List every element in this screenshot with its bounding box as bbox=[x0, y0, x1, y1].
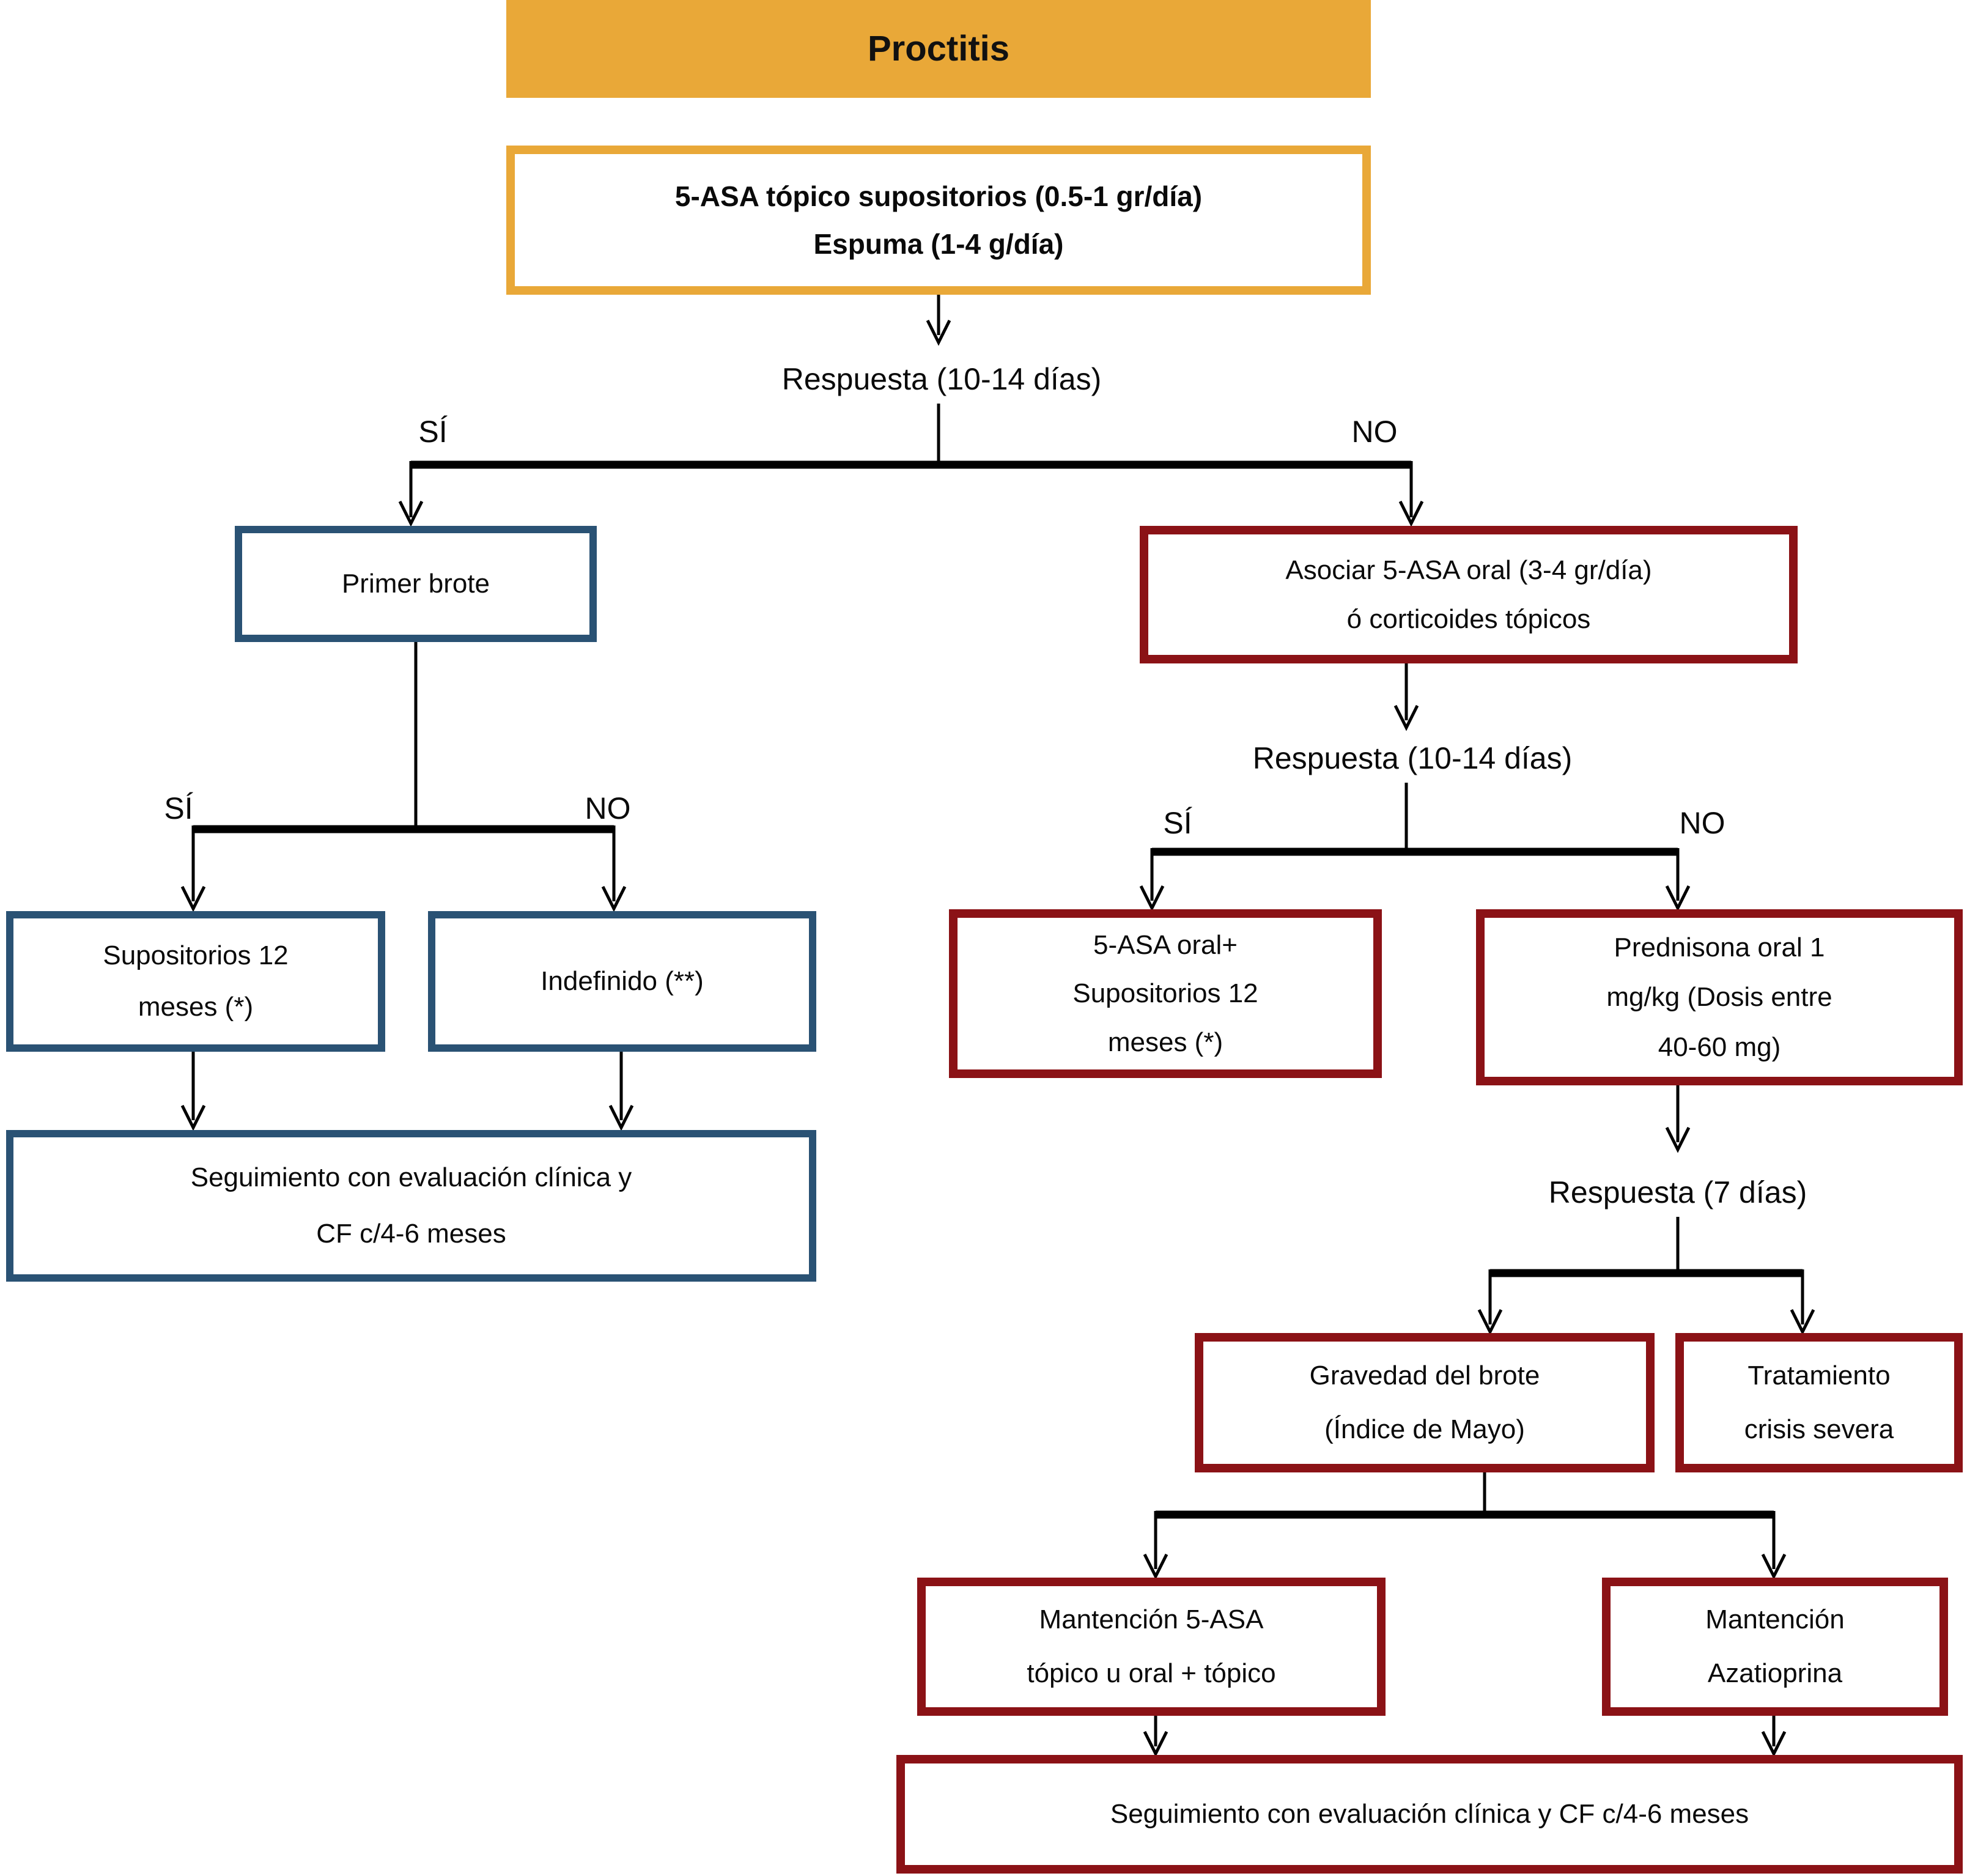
arrowhead-indefinido bbox=[601, 885, 627, 912]
node-proctitis-header: Proctitis bbox=[506, 0, 1371, 98]
node-prednisona-oral: Prednisona oral 1 mg/kg (Dosis entre 40-… bbox=[1476, 909, 1963, 1085]
arrowhead-respuesta2 bbox=[1393, 704, 1419, 731]
label-respuesta-7-dias: Respuesta (7 días) bbox=[1548, 1175, 1807, 1209]
node-gravedad-del-brote: Gravedad del brote (Índice de Mayo) bbox=[1195, 1333, 1655, 1472]
arrowhead-respuesta3 bbox=[1665, 1126, 1691, 1153]
arrowhead-gravedad bbox=[1477, 1309, 1503, 1335]
node-supositorios-12-meses: Supositorios 12 meses (*) bbox=[6, 911, 385, 1052]
arrowhead-mantencion-aza bbox=[1761, 1553, 1787, 1580]
arrowhead-asa-oral bbox=[1139, 885, 1165, 912]
label-no-1: NO bbox=[1351, 415, 1398, 449]
node-tratamiento-inicial: 5-ASA tópico supositorios (0.5-1 gr/día)… bbox=[506, 146, 1371, 295]
node-tratamiento-crisis-severa: Tratamiento crisis severa bbox=[1675, 1333, 1963, 1472]
arrowhead-seguimiento-der-a bbox=[1143, 1730, 1168, 1757]
arrowhead-asociar bbox=[1398, 500, 1424, 527]
label-si-3: SÍ bbox=[1163, 806, 1192, 840]
node-mantencion-5asa: Mantención 5-ASA tópico u oral + tópico bbox=[917, 1578, 1386, 1716]
arrowhead-seguimiento-izq-b bbox=[608, 1104, 634, 1131]
label-no-3: NO bbox=[1679, 806, 1725, 840]
label-si-2: SÍ bbox=[164, 791, 193, 825]
arrowhead-respuesta1 bbox=[926, 319, 951, 346]
arrowhead-seguimiento-izq-a bbox=[180, 1104, 206, 1131]
node-asociar-5asa-oral: Asociar 5-ASA oral (3-4 gr/día) ó cortic… bbox=[1140, 526, 1798, 663]
label-si-1: SÍ bbox=[418, 415, 448, 449]
arrowhead-primer-brote bbox=[398, 500, 424, 527]
arrowhead-crisis bbox=[1790, 1309, 1815, 1335]
node-5asa-oral-supositorios: 5-ASA oral+ Supositorios 12 meses (*) bbox=[949, 909, 1382, 1078]
node-seguimiento-derecha: Seguimiento con evaluación clínica y CF … bbox=[896, 1755, 1963, 1874]
arrowhead-prednisona bbox=[1665, 885, 1691, 912]
node-primer-brote: Primer brote bbox=[235, 526, 597, 642]
node-indefinido: Indefinido (**) bbox=[428, 911, 816, 1052]
arrowhead-supositorios bbox=[180, 885, 206, 912]
node-mantencion-azatioprina: Mantención Azatioprina bbox=[1602, 1578, 1948, 1716]
label-respuesta-10-14-dias-1: Respuesta (10-14 días) bbox=[781, 362, 1102, 396]
label-respuesta-10-14-dias-2: Respuesta (10-14 días) bbox=[1252, 741, 1573, 775]
arrowhead-mantencion-asa bbox=[1143, 1553, 1168, 1580]
node-seguimiento-izquierda: Seguimiento con evaluación clínica y CF … bbox=[6, 1130, 816, 1282]
arrowhead-seguimiento-der-b bbox=[1761, 1730, 1787, 1757]
label-no-2: NO bbox=[585, 791, 631, 825]
